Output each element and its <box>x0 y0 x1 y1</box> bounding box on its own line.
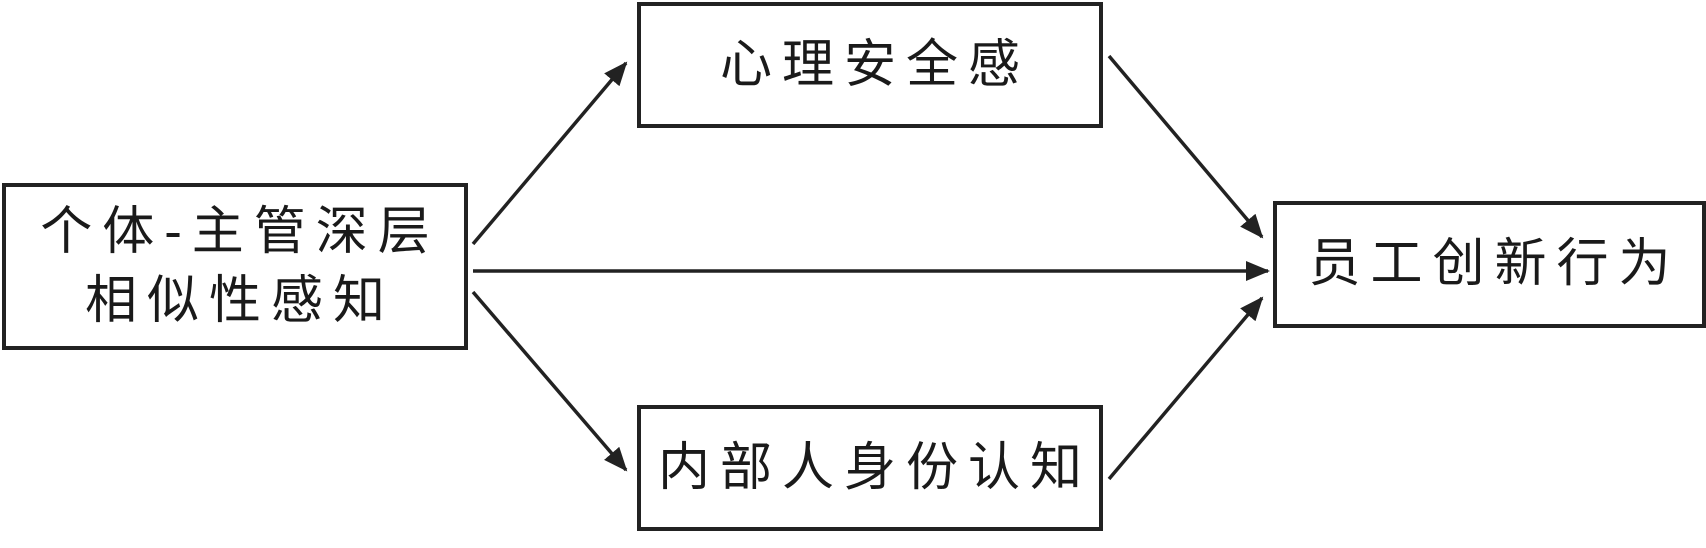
arrow-insider-status-to-innovation <box>1107 296 1264 481</box>
node-predictor-line-1: 个体-主管深层 <box>40 201 440 262</box>
node-mediator-bottom: 内部人身份认知 <box>637 405 1103 531</box>
node-outcome-label: 员工创新行为 <box>1308 234 1681 295</box>
node-mediator-top-label: 心理安全感 <box>719 34 1030 95</box>
node-predictor-line-2: 相似性感知 <box>84 270 395 331</box>
arrow-psychological-safety-to-innovation <box>1107 54 1264 239</box>
arrow-predictor-to-psychological-safety <box>471 61 628 246</box>
node-outcome: 员工创新行为 <box>1273 201 1706 328</box>
node-predictor: 个体-主管深层 相似性感知 <box>2 183 468 350</box>
arrow-predictor-to-insider-status <box>471 290 628 472</box>
node-mediator-top: 心理安全感 <box>637 2 1103 128</box>
node-mediator-bottom-label: 内部人身份认知 <box>657 437 1092 498</box>
